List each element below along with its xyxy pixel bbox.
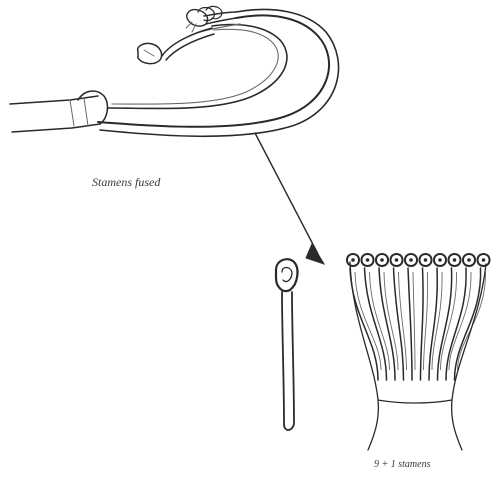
single-stamen-drawing — [276, 259, 297, 430]
arrow-icon — [255, 133, 324, 264]
caption-nine-plus-one: 9 + 1 stamens — [374, 459, 431, 470]
stamen-column-drawing — [10, 6, 339, 136]
caption-stamens-fused: Stamens fused — [92, 175, 161, 189]
stamen-bundle-drawing — [347, 254, 490, 450]
